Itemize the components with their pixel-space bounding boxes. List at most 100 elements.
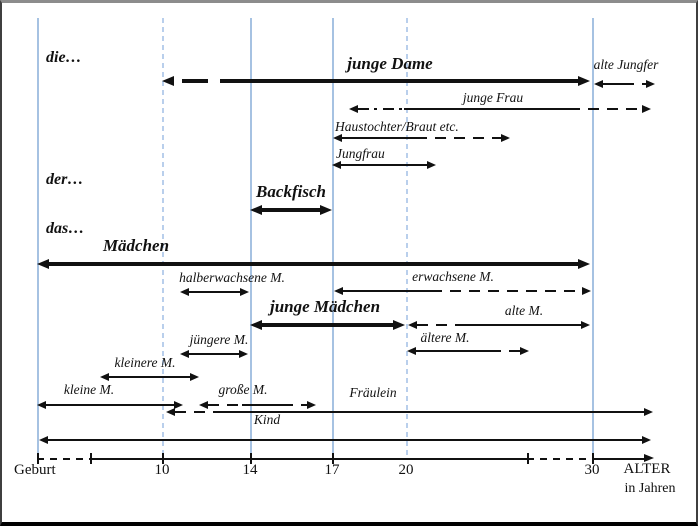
arrow-segment xyxy=(569,108,642,110)
arrow-line xyxy=(46,404,174,406)
arrowhead-right-icon xyxy=(578,76,590,86)
arrowhead-right-icon xyxy=(501,134,510,142)
arrow-segment xyxy=(208,79,220,83)
arrow-line xyxy=(174,79,578,83)
arrowhead-right-icon xyxy=(642,105,651,113)
arrowhead-right-icon xyxy=(239,350,248,358)
arrowhead-right-icon xyxy=(581,321,590,329)
term-arrow-erwachsene-m xyxy=(334,283,591,299)
arrow-line xyxy=(175,411,644,413)
arrow-segment xyxy=(182,79,208,83)
arrowhead-right-icon xyxy=(307,401,316,409)
arrowhead-right-icon xyxy=(646,80,655,88)
arrow-segment xyxy=(242,404,282,406)
arrow-line xyxy=(262,208,320,212)
term-arrow-juengere-m xyxy=(180,346,248,362)
arrow-segment xyxy=(603,83,623,85)
term-arrow-kleinere-m xyxy=(100,369,199,385)
arrow-segment xyxy=(416,137,501,139)
term-label-kleine-m: kleine M. xyxy=(63,382,115,397)
arrowhead-right-icon xyxy=(393,320,405,330)
arrow-line xyxy=(341,164,427,166)
arrowhead-left-icon xyxy=(199,401,208,409)
term-label-erwachsene-m: erwachsene M. xyxy=(412,269,494,284)
axis-label-30: 30 xyxy=(584,462,600,478)
term-label-juengere-m: jüngere M. xyxy=(189,332,249,347)
arrow-segment xyxy=(174,79,182,83)
term-label-backfisch: Backfisch xyxy=(256,182,326,201)
arrowhead-right-icon xyxy=(582,287,591,295)
term-arrow-haustochter-braut xyxy=(333,130,510,146)
arrow-segment xyxy=(49,262,578,266)
arrowhead-right-icon xyxy=(190,373,199,381)
arrowhead-left-icon xyxy=(37,401,46,409)
arrow-line xyxy=(48,439,642,441)
arrow-line xyxy=(262,323,393,327)
term-arrow-junge-frau xyxy=(349,101,651,117)
term-label-halberwachsene-m: halberwachsene M. xyxy=(179,270,285,285)
axis-label-20: 20 xyxy=(398,462,414,478)
arrow-segment xyxy=(416,350,490,352)
term-label-maedchen: Mädchen xyxy=(102,236,170,255)
arrow-segment xyxy=(455,324,581,326)
arrowhead-left-icon xyxy=(408,321,417,329)
arrowhead-left-icon xyxy=(166,408,175,416)
axis-subtitle: in Jahren xyxy=(624,481,676,496)
term-arrow-kleine-m xyxy=(37,397,183,413)
arrowhead-right-icon xyxy=(174,401,183,409)
term-label-haustochter-braut: Haustochter/Braut etc. xyxy=(335,119,459,134)
term-arrow-jungfrau xyxy=(332,157,436,173)
term-label-kleinere-m: kleinere M. xyxy=(114,355,176,370)
term-label-kind: Kind xyxy=(253,412,281,427)
arrow-segment xyxy=(342,137,416,139)
arrow-segment xyxy=(262,208,320,212)
axis-segment-3 xyxy=(592,458,646,460)
article-label-das: das… xyxy=(46,220,85,237)
term-arrow-maedchen xyxy=(37,256,590,272)
arrow-line xyxy=(417,324,581,326)
axis-tick-10 xyxy=(162,453,164,464)
arrowhead-right-icon xyxy=(427,161,436,169)
term-arrow-junge-dame xyxy=(162,73,590,89)
arrow-segment xyxy=(431,290,582,292)
term-label-junge-frau: junge Frau xyxy=(462,90,524,105)
arrow-segment xyxy=(282,404,307,406)
arrow-segment xyxy=(175,411,223,413)
arrow-segment xyxy=(220,79,578,83)
arrowhead-left-icon xyxy=(333,134,342,142)
arrow-segment xyxy=(223,411,644,413)
arrowhead-left-icon xyxy=(349,105,358,113)
axis-tick-30 xyxy=(592,453,594,464)
term-arrow-halberwachsene-m xyxy=(180,284,249,300)
arrow-segment xyxy=(490,350,520,352)
term-arrow-fraeulein xyxy=(166,404,653,420)
axis-tick-525 xyxy=(527,453,529,464)
axis-segment-0 xyxy=(37,458,90,460)
arrowhead-left-icon xyxy=(180,288,189,296)
axis-segment-1 xyxy=(90,458,527,460)
arrow-line xyxy=(189,353,239,355)
arrow-segment xyxy=(404,108,569,110)
term-label-alte-jungfer: alte Jungfer xyxy=(593,57,659,72)
arrow-segment xyxy=(343,290,431,292)
term-arrow-alte-m xyxy=(408,317,590,333)
article-label-der: der… xyxy=(46,171,84,188)
arrow-segment xyxy=(208,404,242,406)
arrowhead-left-icon xyxy=(37,259,49,269)
arrow-line xyxy=(343,290,582,292)
axis-label-14: 14 xyxy=(242,462,258,478)
term-arrow-grosse-m xyxy=(199,397,316,413)
arrow-segment xyxy=(189,353,239,355)
axis-title: ALTER xyxy=(623,461,671,477)
arrow-line xyxy=(208,404,307,406)
axis-tick-35 xyxy=(37,453,39,464)
arrow-line xyxy=(358,108,642,110)
axis-label-10: 10 xyxy=(154,462,170,478)
arrowhead-left-icon xyxy=(100,373,109,381)
axis-segment-2 xyxy=(527,458,592,460)
gridline-age-20 xyxy=(406,18,408,458)
gridline-age-10 xyxy=(162,18,164,458)
axis-arrowhead-icon xyxy=(644,454,654,463)
arrowhead-left-icon xyxy=(250,320,262,330)
